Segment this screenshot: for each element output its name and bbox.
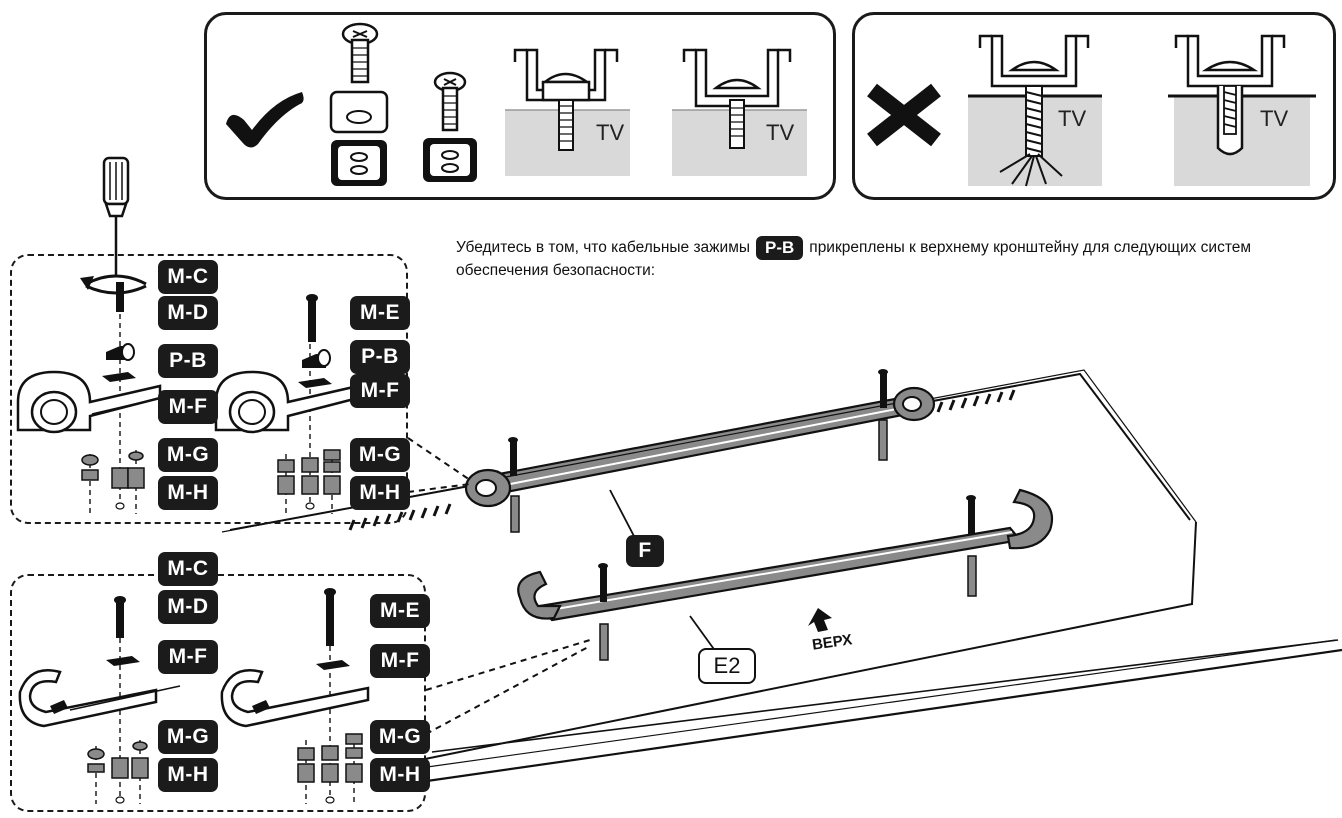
lower-detail-parts-illustration <box>18 588 370 804</box>
bracket-label-f: F <box>626 535 664 567</box>
tv-mount-wrong-recessed-illustration <box>1168 34 1316 186</box>
part-tag-mg: M-G <box>350 438 410 472</box>
part-tag-mf: M-F <box>158 390 218 424</box>
part-tag-mh: M-H <box>350 476 410 510</box>
tv-label: TV <box>1260 106 1289 131</box>
part-tag-md: M-D <box>158 296 218 330</box>
part-tag-pb: P-B <box>350 340 410 374</box>
part-tag-me: M-E <box>370 594 430 628</box>
upper-detail-parts-illustration <box>16 282 360 514</box>
tv-label: TV <box>596 120 625 145</box>
instruction-text: Убедитесь в том, что кабельные зажимы P-B… <box>456 236 1326 282</box>
tv-mount-correct-spacer-illustration <box>505 48 630 176</box>
part-tag-mf: M-F <box>350 374 410 408</box>
part-tag-mh: M-H <box>158 476 218 510</box>
checkmark-icon <box>226 92 304 148</box>
tv-label: TV <box>1058 106 1087 131</box>
part-tag-mf: M-F <box>158 640 218 674</box>
part-tag-md: M-D <box>158 590 218 624</box>
part-tag-me: M-E <box>350 296 410 330</box>
instruction-after: прикреплены к верхнему кронштейну для сл… <box>456 239 1252 279</box>
part-tag-mf: M-F <box>370 644 430 678</box>
cross-icon <box>867 83 941 147</box>
part-tag-mc: M-C <box>158 260 218 294</box>
tv-mount-correct-washer-illustration <box>672 48 807 176</box>
part-tag-mg: M-G <box>370 720 430 754</box>
part-tag-mg: M-G <box>158 438 218 472</box>
instruction-before: Убедитесь в том, что кабельные зажимы <box>456 239 751 257</box>
part-tag-mc: M-C <box>158 552 218 586</box>
part-tag-mg: M-G <box>158 720 218 754</box>
screw-with-washer-illustration <box>423 71 477 182</box>
bracket-label-e2: E2 <box>698 648 756 684</box>
part-tag-pb: P-B <box>158 344 218 378</box>
tv-label: TV <box>766 120 795 145</box>
part-tag-pb: P-B <box>756 236 804 260</box>
tv-mount-wrong-damaged-illustration <box>968 34 1102 187</box>
part-tag-mh: M-H <box>158 758 218 792</box>
screwdriver-illustration <box>102 156 130 276</box>
part-tag-mh: M-H <box>370 758 430 792</box>
lower-bracket-detail-panel <box>10 574 426 812</box>
screw-with-spacer-illustration <box>329 22 389 186</box>
